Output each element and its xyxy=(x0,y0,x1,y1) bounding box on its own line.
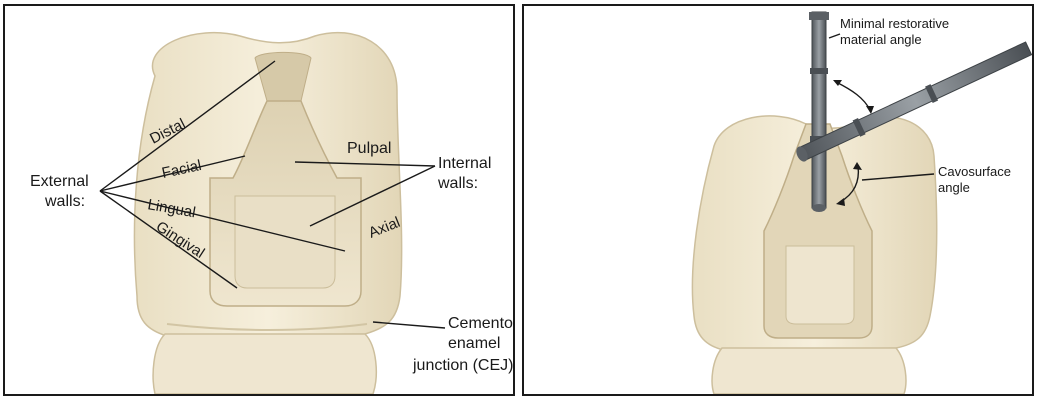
right-figure-panel: Minimal restorative material angle Cavos… xyxy=(522,4,1034,396)
cej-label-line3: junction (CEJ) xyxy=(412,357,513,374)
cavosurface-label-line2: angle xyxy=(938,180,970,195)
minimal-angle-label-line2: material angle xyxy=(840,32,922,47)
minimal-angle-label-line1: Minimal restorative xyxy=(840,16,949,31)
cej-label-line1: Cemento- xyxy=(448,315,513,332)
cej-label-line2: enamel xyxy=(448,335,500,352)
vertical-instrument xyxy=(809,12,829,212)
tooth-cavity-walls-diagram: External walls: Distal Facial Lingual Gi… xyxy=(5,6,513,394)
minimal-angle-arc xyxy=(836,82,870,110)
tooth-root xyxy=(153,334,376,394)
cavosurface-label-line1: Cavosurface xyxy=(938,164,1011,179)
external-walls-label-line2: walls: xyxy=(44,193,85,210)
left-figure-panel: External walls: Distal Facial Lingual Gi… xyxy=(3,4,515,396)
instrument-angle-diagram: Minimal restorative material angle Cavos… xyxy=(524,6,1032,394)
tooth-root xyxy=(712,348,906,394)
internal-walls-label-line1: Internal xyxy=(438,155,491,172)
internal-walls-label-line2: walls: xyxy=(437,175,478,192)
pulpal-label: Pulpal xyxy=(347,140,391,157)
external-walls-label-line1: External xyxy=(30,173,89,190)
minimal-angle-leader xyxy=(829,34,840,38)
